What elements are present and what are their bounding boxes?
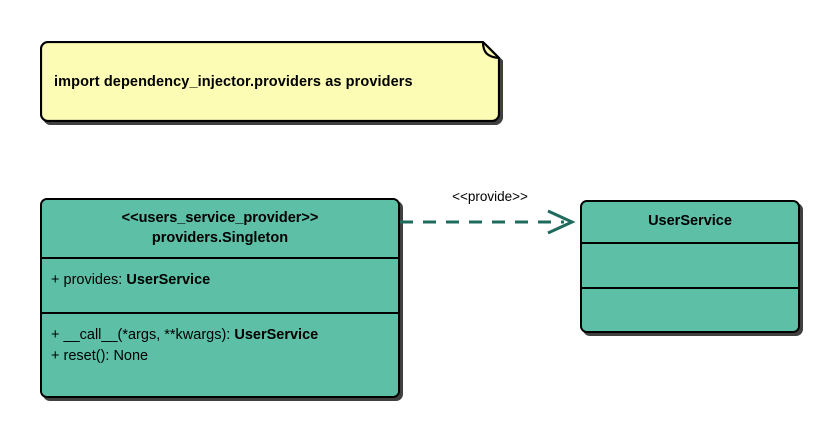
class-title-compartment: UserService [582, 202, 798, 242]
method-row: + __call__(*args, **kwargs): UserService [51, 325, 389, 346]
method-signature: reset(): None [63, 347, 149, 364]
method-signature: __call__(*args, **kwargs): [63, 327, 235, 343]
method-visibility: + [51, 327, 60, 343]
attribute-visibility: + [51, 272, 60, 288]
class-attributes-compartment: + provides: UserService [42, 257, 398, 312]
attribute-type: UserService [126, 272, 211, 288]
attribute-row: + provides: UserService [51, 270, 389, 291]
note-shape [40, 41, 500, 122]
dependency-label: <<provide>> [452, 189, 528, 204]
note-import[interactable]: import dependency_injector.providers as … [40, 41, 500, 122]
class-stereotype: <<users_service_provider>> [121, 210, 319, 227]
class-box-users-service-provider[interactable]: <<users_service_provider>> providers.Sin… [40, 198, 400, 398]
attribute-signature: provides: [63, 272, 127, 288]
method-row: + reset(): None [51, 346, 389, 367]
class-box-user-service[interactable]: UserService [580, 200, 800, 333]
class-attributes-compartment [582, 242, 798, 287]
note-text: import dependency_injector.providers as … [54, 73, 413, 90]
class-name: UserService [648, 213, 732, 230]
class-methods-compartment [582, 287, 798, 331]
method-return-type: UserService [234, 327, 319, 343]
class-title-compartment: <<users_service_provider>> providers.Sin… [42, 200, 398, 257]
class-name: providers.Singleton [151, 229, 289, 246]
method-visibility: + [51, 347, 60, 364]
class-methods-compartment: + __call__(*args, **kwargs): UserService… [42, 312, 398, 396]
